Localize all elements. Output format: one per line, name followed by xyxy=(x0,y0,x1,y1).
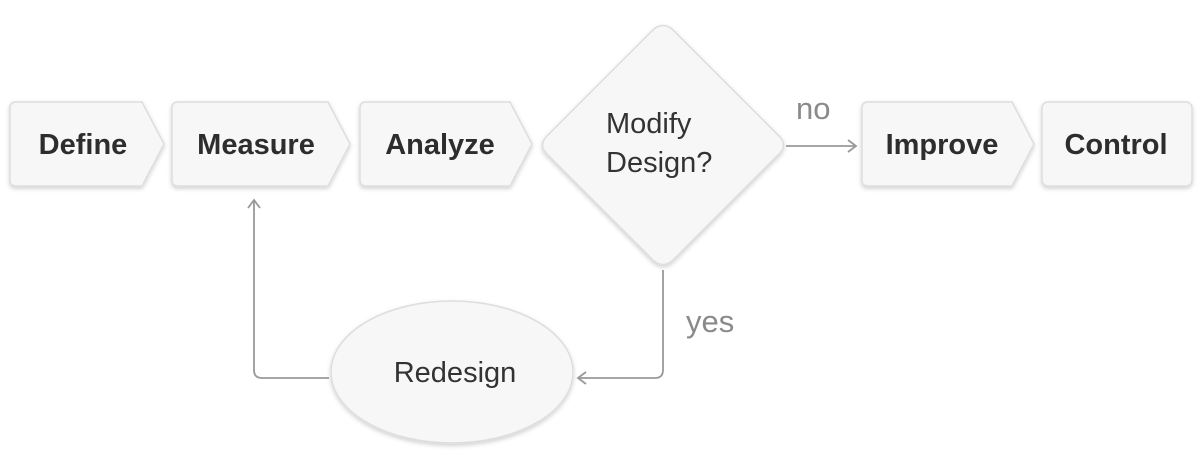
step-improve: Improve xyxy=(861,101,1035,187)
step-improve-shape xyxy=(861,101,1035,187)
connectors xyxy=(247,139,858,385)
step-measure-label: Measure xyxy=(197,129,315,161)
no-connector-arrowhead xyxy=(847,139,858,153)
step-improve-label: Improve xyxy=(886,129,999,161)
decision-label-line1: Modify xyxy=(606,108,692,140)
redesign-ellipse xyxy=(330,300,574,444)
step-control: Control xyxy=(1041,101,1193,187)
yes-connector-line xyxy=(578,270,664,379)
redesign-label: Redesign xyxy=(394,357,517,389)
yes-label: yes xyxy=(686,304,734,339)
step-analyze-label: Analyze xyxy=(385,129,495,161)
step-measure: Measure xyxy=(171,101,351,187)
redesign-node: Redesign xyxy=(330,300,574,444)
step-define-label: Define xyxy=(39,129,128,161)
yes-connector-arrowhead xyxy=(576,371,587,385)
decision-label-line2: Design? xyxy=(606,147,712,179)
step-measure-shape xyxy=(171,101,351,187)
redesign-to-measure-arrowhead xyxy=(247,198,261,209)
step-analyze: Analyze xyxy=(359,101,533,187)
decision-modify-design: Modify Design? xyxy=(541,24,785,266)
step-control-label: Control xyxy=(1064,129,1167,161)
step-define: Define xyxy=(9,101,165,187)
no-label: no xyxy=(796,91,830,126)
step-analyze-shape xyxy=(359,101,533,187)
redesign-to-measure-line xyxy=(253,200,329,379)
step-define-shape xyxy=(9,101,165,187)
step-control-shape xyxy=(1041,101,1193,187)
decision-diamond xyxy=(541,24,785,266)
